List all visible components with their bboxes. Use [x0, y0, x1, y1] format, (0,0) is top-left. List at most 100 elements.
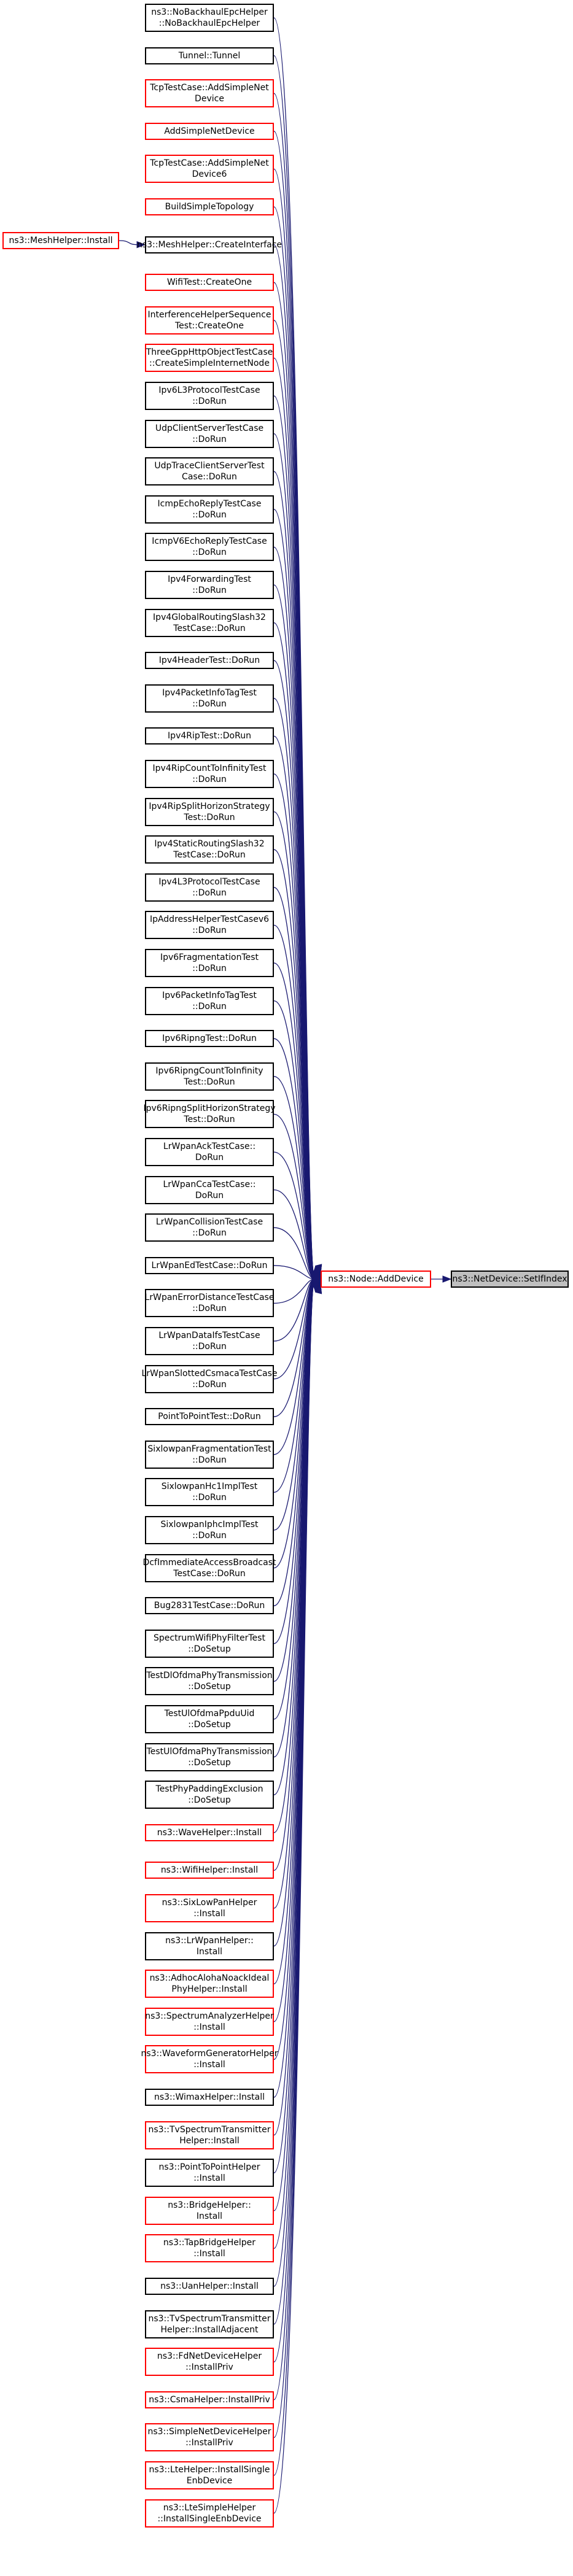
node-lrwpanslottedcsmacatestcase-dorun[interactable]: LrWpanSlottedCsmacaTestCase::DoRun: [142, 1364, 277, 1393]
node-spectrumwifiphyfiltertest-dosetup[interactable]: SpectrumWifiPhyFilterTest::DoSetup: [145, 1629, 274, 1658]
node-ns3-simplenetdevicehelper-installpriv-label-line: ::InstallPriv: [185, 2438, 233, 2448]
node-lrwpanerrordistancetestcase-dorun[interactable]: LrWpanErrorDistanceTestCase::DoRun: [144, 1289, 275, 1318]
node-ns3-bridgehelper-install[interactable]: ns3::BridgeHelper::Install: [145, 2196, 274, 2225]
node-ipv6ripngcounttoinfinitytest-dorun-label-line: Test::DoRun: [184, 1077, 235, 1087]
node-threegpphttpobjecttestcase-createsimpleinternetnode[interactable]: ThreeGppHttpObjectTestCase::CreateSimple…: [145, 344, 274, 373]
node-ns3-pointtopointhelper-install[interactable]: ns3::PointToPointHelper::Install: [145, 2159, 274, 2187]
node-ipv4headertest-dorun[interactable]: Ipv4HeaderTest::DoRun: [145, 652, 274, 670]
node-ns3-simplenetdevicehelper-installpriv[interactable]: ns3::SimpleNetDeviceHelper::InstallPriv: [145, 2423, 274, 2452]
node-meshhelper-install[interactable]: ns3::MeshHelper::Install: [2, 232, 119, 249]
node-ns3-wimaxhelper-install-label-line: ns3::WimaxHelper::Install: [154, 2092, 265, 2102]
node-lrwpanccatestcase-dorun[interactable]: LrWpanCcaTestCase::DoRun: [145, 1175, 274, 1204]
node-lrwpancollisiontestcase-dorun[interactable]: LrWpanCollisionTestCase::DoRun: [145, 1213, 274, 1242]
node-ns3-wimaxhelper-install[interactable]: ns3::WimaxHelper::Install: [145, 2089, 274, 2106]
node-ns3-wifihelper-install-label-line: ns3::WifiHelper::Install: [160, 1865, 259, 1876]
node-ipv6packetinfotagtest-dorun[interactable]: Ipv6PacketInfoTagTest::DoRun: [145, 986, 274, 1015]
node-ns3-sixlowpanhelper-install[interactable]: ns3::SixLowPanHelper::Install: [145, 1894, 274, 1922]
node-testdlofdmaphytransmission-dosetup-label-line: ::DoSetup: [188, 1682, 231, 1692]
node-wifitest-createone[interactable]: WifiTest::CreateOne: [145, 274, 274, 292]
node-icmpechoreplytestcase-dorun[interactable]: IcmpEchoReplyTestCase::DoRun: [145, 495, 274, 524]
node-ipv4ripcounttoinfinitytest-dorun[interactable]: Ipv4RipCountToInfinityTest::DoRun: [145, 760, 274, 788]
node-tunnel-tunnel[interactable]: Tunnel::Tunnel: [145, 47, 274, 64]
node-ipaddresshelpertestcasev6-dorun-label-line: IpAddressHelperTestCasev6: [149, 915, 270, 925]
node-node-adddevice-label-line: ns3::Node::AddDevice: [328, 1274, 424, 1284]
node-ipv4riptest-dorun[interactable]: Ipv4RipTest::DoRun: [145, 727, 274, 745]
node-bug2831testcase-dorun-label-line: Bug2831TestCase::DoRun: [154, 1601, 265, 1611]
node-ns3-pointtopointhelper-install-label-line: ::Install: [193, 2173, 225, 2184]
node-ns3-ltesimplehelper-installsingleenbdevice[interactable]: ns3::LteSimpleHelper::InstallSingleEnbDe…: [145, 2499, 274, 2528]
node-ipv6ripngsplithorizonstrategytest-dorun-label-line: Ipv6RipngSplitHorizonStrategy: [143, 1104, 276, 1114]
edge-pointtopointtest-dorun-to-adddevice: [273, 1279, 314, 1417]
node-ipaddresshelpertestcasev6-dorun[interactable]: IpAddressHelperTestCasev6::DoRun: [145, 911, 274, 940]
node-sixlowpanfragmentationtest-dorun[interactable]: SixlowpanFragmentationTest::DoRun: [145, 1440, 274, 1469]
node-testdlofdmaphytransmission-dosetup[interactable]: TestDlOfdmaPhyTransmission::DoSetup: [145, 1667, 274, 1696]
node-ns3-csmahelper-installpriv[interactable]: ns3::CsmaHelper::InstallPriv: [145, 2391, 274, 2408]
node-ipv4l3protocoltestcase-dorun[interactable]: Ipv4L3ProtocolTestCase::DoRun: [145, 873, 274, 902]
node-ns3-uanhelper-install[interactable]: ns3::UanHelper::Install: [145, 2278, 274, 2295]
node-bug2831testcase-dorun[interactable]: Bug2831TestCase::DoRun: [145, 1597, 274, 1615]
node-lrwpanacktestcase-dorun[interactable]: LrWpanAckTestCase::DoRun: [145, 1138, 274, 1166]
node-lrwpandataifstestcase-dorun[interactable]: LrWpanDataIfsTestCase::DoRun: [145, 1327, 274, 1355]
node-ns3-waveformgeneratorhelper-install[interactable]: ns3::WaveformGeneratorHelper::Install: [141, 2045, 278, 2074]
node-ipv4packetinfotagtest-dorun-label-line: ::DoRun: [192, 698, 227, 709]
node-ns3-spectrumanalyzerhelper-install[interactable]: ns3::SpectrumAnalyzerHelper::Install: [145, 2007, 274, 2036]
node-ipv6ripngtest-dorun-label-line: Ipv6RipngTest::DoRun: [162, 1034, 257, 1044]
node-sixlowpanhc1impltest-dorun-label-line: SixlowpanHc1ImplTest: [161, 1482, 258, 1492]
node-udptraceclientservertestcase-dorun-label-line: UdpTraceClientServerTest: [154, 461, 265, 471]
node-ipv6ripngtest-dorun[interactable]: Ipv6RipngTest::DoRun: [145, 1030, 274, 1048]
node-ns3-fdnetdevicehelper-installpriv[interactable]: ns3::FdNetDeviceHelper::InstallPriv: [145, 2348, 274, 2377]
node-ns3-waveformgeneratorhelper-install-label-line: ::Install: [193, 2060, 225, 2070]
node-testulofdmaphytransmission-dosetup[interactable]: TestUlOfdmaPhyTransmission::DoSetup: [145, 1742, 274, 1771]
node-tcptestcase-addsimplenetdevice6-label-line: Device6: [192, 169, 227, 180]
node-sixlowpanhc1impltest-dorun[interactable]: SixlowpanHc1ImplTest::DoRun: [145, 1478, 274, 1507]
node-ns3-uanhelper-install-label-line: ns3::UanHelper::Install: [160, 2281, 259, 2291]
node-ns3-wifihelper-install[interactable]: ns3::WifiHelper::Install: [145, 1862, 274, 1879]
node-icmpv6echoreplytestcase-dorun[interactable]: IcmpV6EchoReplyTestCase::DoRun: [145, 533, 274, 562]
node-testphypaddingexclusion-dosetup-label-line: TestPhyPaddingExclusion: [155, 1784, 263, 1795]
node-lrwpanedtestcase-dorun[interactable]: LrWpanEdTestCase::DoRun: [145, 1256, 274, 1274]
node-ns3-tvspectrumtransmitterhelper-install-label-line: ns3::TvSpectrumTransmitter: [148, 2124, 271, 2135]
node-testulofdmappduuid-dosetup[interactable]: TestUlOfdmaPpduUid::DoSetup: [145, 1705, 274, 1733]
edge-ns3-spectrumanalyzerhelper-install-to-adddevice: [273, 1282, 314, 2022]
edge-lrwpanccatestcase-dorun-to-adddevice: [273, 1189, 314, 1279]
node-ipv4forwardingtest-dorun[interactable]: Ipv4ForwardingTest::DoRun: [145, 571, 274, 599]
node-ipv6fragmentationtest-dorun[interactable]: Ipv6FragmentationTest::DoRun: [145, 949, 274, 977]
edge-meshinstall-to-createinterface: [119, 240, 138, 246]
node-ipv6l3protocoltestcase-dorun[interactable]: Ipv6L3ProtocolTestCase::DoRun: [145, 382, 274, 410]
node-testphypaddingexclusion-dosetup-label-line: ::DoSetup: [188, 1795, 231, 1806]
node-lrwpanerrordistancetestcase-dorun-label-line: LrWpanErrorDistanceTestCase: [144, 1293, 275, 1303]
node-lrwpanslottedcsmacatestcase-dorun-label-line: ::DoRun: [192, 1379, 227, 1390]
node-ns3-sixlowpanhelper-install-label-line: ns3::SixLowPanHelper: [162, 1898, 257, 1908]
node-ns3-tapbridgehelper-install[interactable]: ns3::TapBridgeHelper::Install: [145, 2234, 274, 2263]
node-ns3-waveformgeneratorhelper-install-label-line: ns3::WaveformGeneratorHelper: [141, 2049, 278, 2059]
node-node-adddevice[interactable]: ns3::Node::AddDevice: [321, 1271, 431, 1288]
node-testphypaddingexclusion-dosetup[interactable]: TestPhyPaddingExclusion::DoSetup: [145, 1781, 274, 1809]
node-ipv4forwardingtest-dorun-label-line: ::DoRun: [192, 586, 227, 595]
node-buildsimpletopology[interactable]: BuildSimpleTopology: [145, 198, 274, 215]
node-pointtopointtest-dorun[interactable]: PointToPointTest::DoRun: [145, 1408, 274, 1426]
node-ns3-wavehelper-install[interactable]: ns3::WaveHelper::Install: [145, 1824, 274, 1841]
node-ns3-tvspectrumtransmitterhelper-install-label-line: Helper::Install: [179, 2135, 240, 2146]
node-ns3-meshhelper-createinterface[interactable]: ns3::MeshHelper::CreateInterface: [137, 236, 282, 253]
node-ns3-nobackhaulepchelper-nobackhaulepchelper[interactable]: ns3::NoBackhaulEpcHelper::NoBackhaulEpcH…: [145, 4, 274, 32]
node-sixlowpaniphcimpltest-dorun[interactable]: SixlowpanIphcImplTest::DoRun: [145, 1516, 274, 1544]
node-ipv4packetinfotagtest-dorun[interactable]: Ipv4PacketInfoTagTest::DoRun: [145, 684, 274, 713]
node-ns3-spectrumanalyzerhelper-install-label-line: ns3::SpectrumAnalyzerHelper: [145, 2011, 274, 2021]
node-udpclientservertestcase-dorun[interactable]: UdpClientServerTestCase::DoRun: [145, 419, 274, 448]
node-addsimplenetdevice[interactable]: AddSimpleNetDevice: [145, 122, 274, 140]
node-ns3-lrwpanhelper-install[interactable]: ns3::LrWpanHelper::Install: [145, 1932, 274, 1960]
